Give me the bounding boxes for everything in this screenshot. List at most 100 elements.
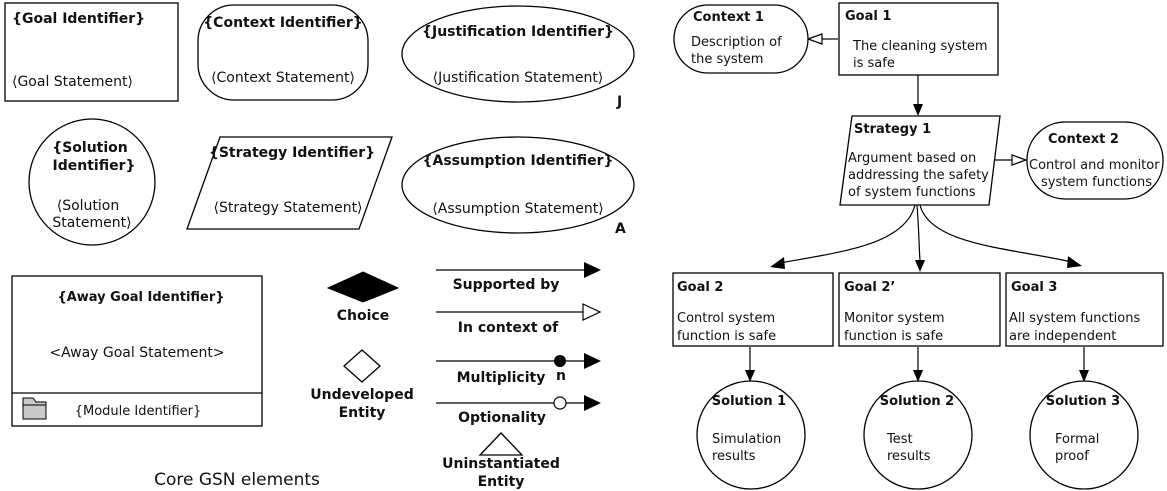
strategy1-node: Strategy 1 Argument based on addressing … — [839, 115, 1001, 206]
goal1-context1-arrowhead-icon — [806, 33, 823, 45]
context1-shape — [673, 4, 809, 74]
context1-node: Context 1 Description of the system — [673, 4, 809, 74]
solution1-line1: Simulation — [712, 432, 781, 447]
strategy1-goal3-arrowhead-icon — [1067, 256, 1082, 268]
optionality-circle-icon — [553, 396, 567, 410]
legend-assumption-ellipse — [401, 136, 635, 234]
uninstantiated-triangle-icon — [478, 432, 524, 456]
legend-assumption-statement: ⟨Assumption Statement⟩ — [432, 201, 603, 217]
legend-strategy-parallelogram — [186, 136, 393, 230]
goal3-solution3-arrowhead-icon — [1079, 370, 1089, 382]
legend-context-box — [197, 4, 369, 101]
goal1-shape — [838, 2, 999, 76]
legend-assumption: {Assumption Identifier} ⟨Assumption Stat… — [401, 136, 635, 237]
legend-context: {Context Identifier} ⟨Context Statement⟩ — [197, 4, 369, 101]
solution2-shape — [863, 380, 973, 490]
goal2-node: Goal 2 Control system function is safe — [672, 272, 834, 347]
optionality-arrowhead-icon — [584, 395, 601, 411]
solution3-line1: Formal — [1055, 432, 1099, 447]
legend-goal-identifier: {Goal Identifier} — [12, 11, 145, 27]
goal2p-line1: Monitor system — [844, 311, 945, 326]
legend-assumption-identifier: {Assumption Identifier} — [423, 153, 614, 169]
strategy1-goal3-link — [919, 204, 1073, 263]
legend-away-goal-identifier: {Away Goal Identifier} — [57, 290, 224, 305]
legend-relationships: Supported by In context of Multiplicity … — [436, 262, 602, 426]
legend-away-goal-box — [11, 275, 263, 427]
context2-id: Context 2 — [1048, 132, 1119, 147]
multiplicity-arrowhead-icon — [584, 353, 601, 369]
goal2p-shape — [838, 272, 1001, 347]
legend-away-goal: {Away Goal Identifier} <Away Goal Statem… — [11, 275, 263, 427]
context2-node: Context 2 Control and monitor system fun… — [1026, 121, 1164, 200]
legend-away-goal-module: {Module Identifier} — [75, 404, 202, 419]
legend-solution-statement-2: Statement⟩ — [52, 215, 131, 231]
context2-shape — [1026, 121, 1164, 200]
legend-goal: {Goal Identifier} ⟨Goal Statement⟩ — [4, 2, 179, 102]
goal3-shape — [1005, 272, 1164, 347]
solution2-node: Solution 2 Test results — [863, 380, 973, 490]
legend-strategy-statement: ⟨Strategy Statement⟩ — [213, 200, 362, 216]
solution3-line2: proof — [1055, 449, 1089, 464]
solution1-line2: results — [712, 449, 756, 464]
solution2-id: Solution 2 — [880, 394, 954, 409]
solution1-shape — [696, 380, 806, 490]
legend-goal-box — [4, 2, 179, 102]
legend-justification-tag: J — [616, 94, 622, 110]
solution1-id: Solution 1 — [712, 394, 786, 409]
legend-multiplicity-n: n — [556, 368, 566, 384]
goal1-line2: is safe — [853, 56, 895, 71]
legend-justification-identifier: {Justification Identifier} — [422, 24, 614, 40]
legend-context-identifier: {Context Identifier} — [203, 15, 363, 31]
context1-id: Context 1 — [693, 10, 764, 25]
legend-justification: {Justification Identifier} ⟨Justificatio… — [401, 5, 635, 110]
legend-strategy-identifier: {Strategy Identifier} — [209, 145, 375, 161]
legend-solution-statement-1: ⟨Solution — [57, 198, 120, 214]
strategy1-shape — [839, 115, 1001, 206]
goal1-node: Goal 1 The cleaning system is safe — [838, 2, 999, 76]
legend-in-context-of-label: In context of — [458, 320, 559, 336]
legend-multiplicity-label: Multiplicity — [457, 370, 546, 386]
goal3-id: Goal 3 — [1011, 280, 1057, 295]
legend-justification-ellipse — [401, 5, 635, 103]
multiplicity-dot-icon — [554, 355, 566, 367]
solution1-node: Solution 1 Simulation results — [696, 380, 806, 490]
goal2p-line2: function is safe — [844, 329, 943, 344]
strategy1-goal2-link — [779, 204, 916, 264]
context1-line1: Description of — [691, 35, 782, 50]
strategy1-line1: Argument based on — [848, 151, 976, 166]
strategy1-goal2p-arrowhead-icon — [915, 260, 925, 272]
solution3-shape — [1029, 380, 1139, 490]
strategy1-line2: addressing the safety — [848, 168, 989, 183]
goal2-id: Goal 2 — [677, 280, 723, 295]
goal3-line1: All system functions — [1009, 311, 1140, 326]
undeveloped-diamond-icon — [343, 349, 381, 383]
legend-justification-statement: ⟨Justification Statement⟩ — [433, 70, 604, 86]
legend-goal-statement: ⟨Goal Statement⟩ — [12, 74, 133, 90]
legend-caption: Core GSN elements — [154, 470, 320, 490]
goal2-line2: function is safe — [677, 329, 776, 344]
strategy1-goal2-arrowhead-icon — [770, 257, 785, 269]
legend-supported-by-label: Supported by — [453, 277, 560, 293]
module-folder-icon — [22, 404, 47, 420]
in-context-of-arrowhead-icon — [582, 303, 602, 321]
legend-optionality-label: Optionality — [458, 410, 546, 426]
goal2p-solution2-arrowhead-icon — [913, 370, 923, 382]
legend-solution-circle — [28, 118, 156, 246]
legend-symbols: Choice Undeveloped Entity Uninstantiated… — [310, 271, 560, 490]
legend-context-statement: ⟨Context Statement⟩ — [211, 70, 355, 86]
legend-uninstantiated-label-2: Entity — [478, 474, 525, 490]
legend-solution-identifier-2: Identifier} — [53, 158, 136, 174]
goal2p-node: Goal 2’ Monitor system function is safe — [838, 272, 1001, 347]
strategy1-context2-arrowhead-icon — [1011, 154, 1028, 166]
legend-undeveloped-label-2: Entity — [339, 405, 386, 421]
strategy1-goal2p-link — [916, 204, 921, 261]
legend-strategy: {Strategy Identifier} ⟨Strategy Statemen… — [186, 136, 393, 230]
solution2-line1: Test — [886, 432, 913, 447]
legend-solution: {Solution Identifier} ⟨Solution Statemen… — [28, 118, 156, 246]
solution3-node: Solution 3 Formal proof — [1029, 380, 1139, 490]
goal3-node: Goal 3 All system functions are independ… — [1005, 272, 1164, 347]
legend-undeveloped-label-1: Undeveloped — [310, 387, 413, 403]
goal2p-id: Goal 2’ — [844, 280, 895, 295]
